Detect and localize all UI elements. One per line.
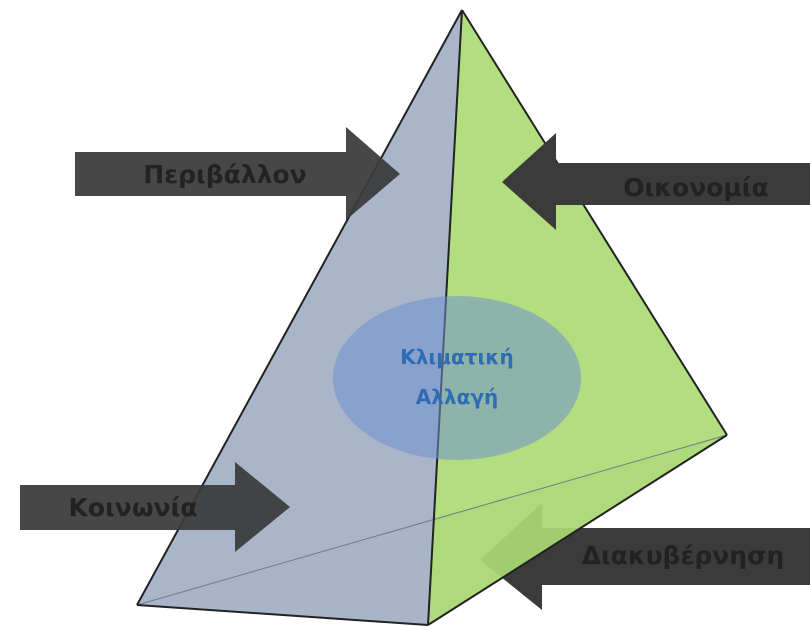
center-label-line2: Αλλαγή xyxy=(416,385,498,409)
pyramid-right-face xyxy=(428,10,727,625)
climate-change-ellipse xyxy=(333,296,581,460)
environment-arrow xyxy=(75,127,400,220)
center-label-line1: Κλιματική xyxy=(400,345,513,369)
society-arrow xyxy=(20,462,290,552)
environment-arrow-label: Περιβάλλον xyxy=(143,160,306,189)
economy-arrow-label: Οικονομία xyxy=(623,173,768,202)
society-arrow-label: Κοινωνία xyxy=(69,493,198,522)
pyramid-hidden-edge xyxy=(136,434,728,606)
governance-arrow-label: Διακυβέρνηση xyxy=(582,541,785,570)
economy-arrow xyxy=(502,133,810,230)
